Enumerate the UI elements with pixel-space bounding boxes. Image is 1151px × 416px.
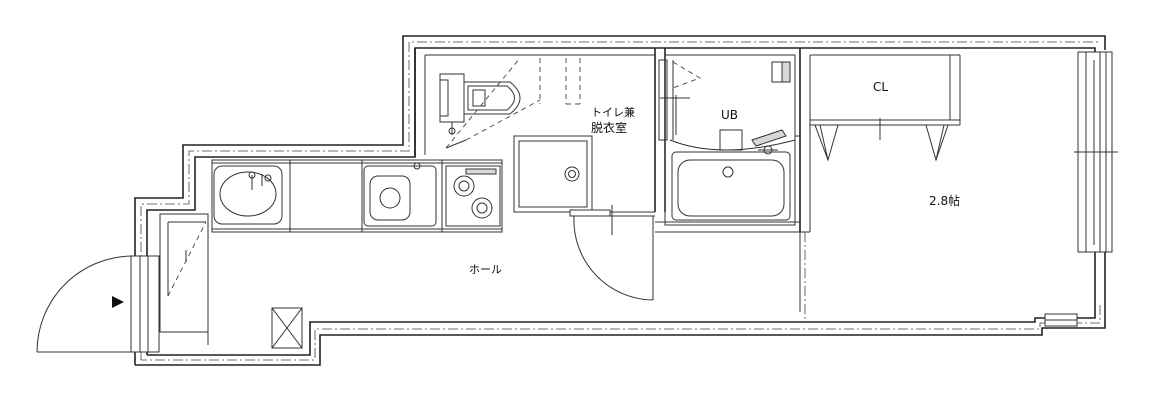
unit-bath	[658, 54, 800, 226]
bathtub-icon	[671, 129, 791, 221]
shoe-cabinet	[159, 213, 209, 345]
room-label-closet: CL	[873, 80, 888, 94]
closet	[810, 54, 961, 162]
washbasin-icon	[213, 165, 283, 225]
room-label-toilet-line2: 脱衣室	[591, 120, 627, 135]
outer-walls	[134, 35, 1106, 366]
partitions	[655, 48, 811, 322]
pipe-space	[271, 307, 303, 349]
toilet-icon	[439, 73, 521, 135]
closet-door-icon	[814, 124, 949, 162]
window	[1074, 51, 1118, 300]
room-label-toilet-line1: トイレ兼	[591, 106, 635, 119]
room-label-main-room: 2.8帖	[929, 193, 960, 208]
toilet-room-door	[569, 205, 655, 301]
stove-icon	[445, 165, 501, 227]
room-label-unit-bath: UB	[721, 108, 738, 122]
entrance-door	[36, 255, 160, 353]
meter-box	[1044, 313, 1078, 327]
kitchen-counter	[211, 159, 503, 233]
toilet-room	[414, 48, 666, 212]
kitchen-sink-icon	[363, 162, 437, 227]
washing-machine-pan-icon	[513, 135, 593, 213]
entrance-marker-icon	[112, 296, 124, 308]
room-label-hall: ホール	[469, 263, 502, 276]
